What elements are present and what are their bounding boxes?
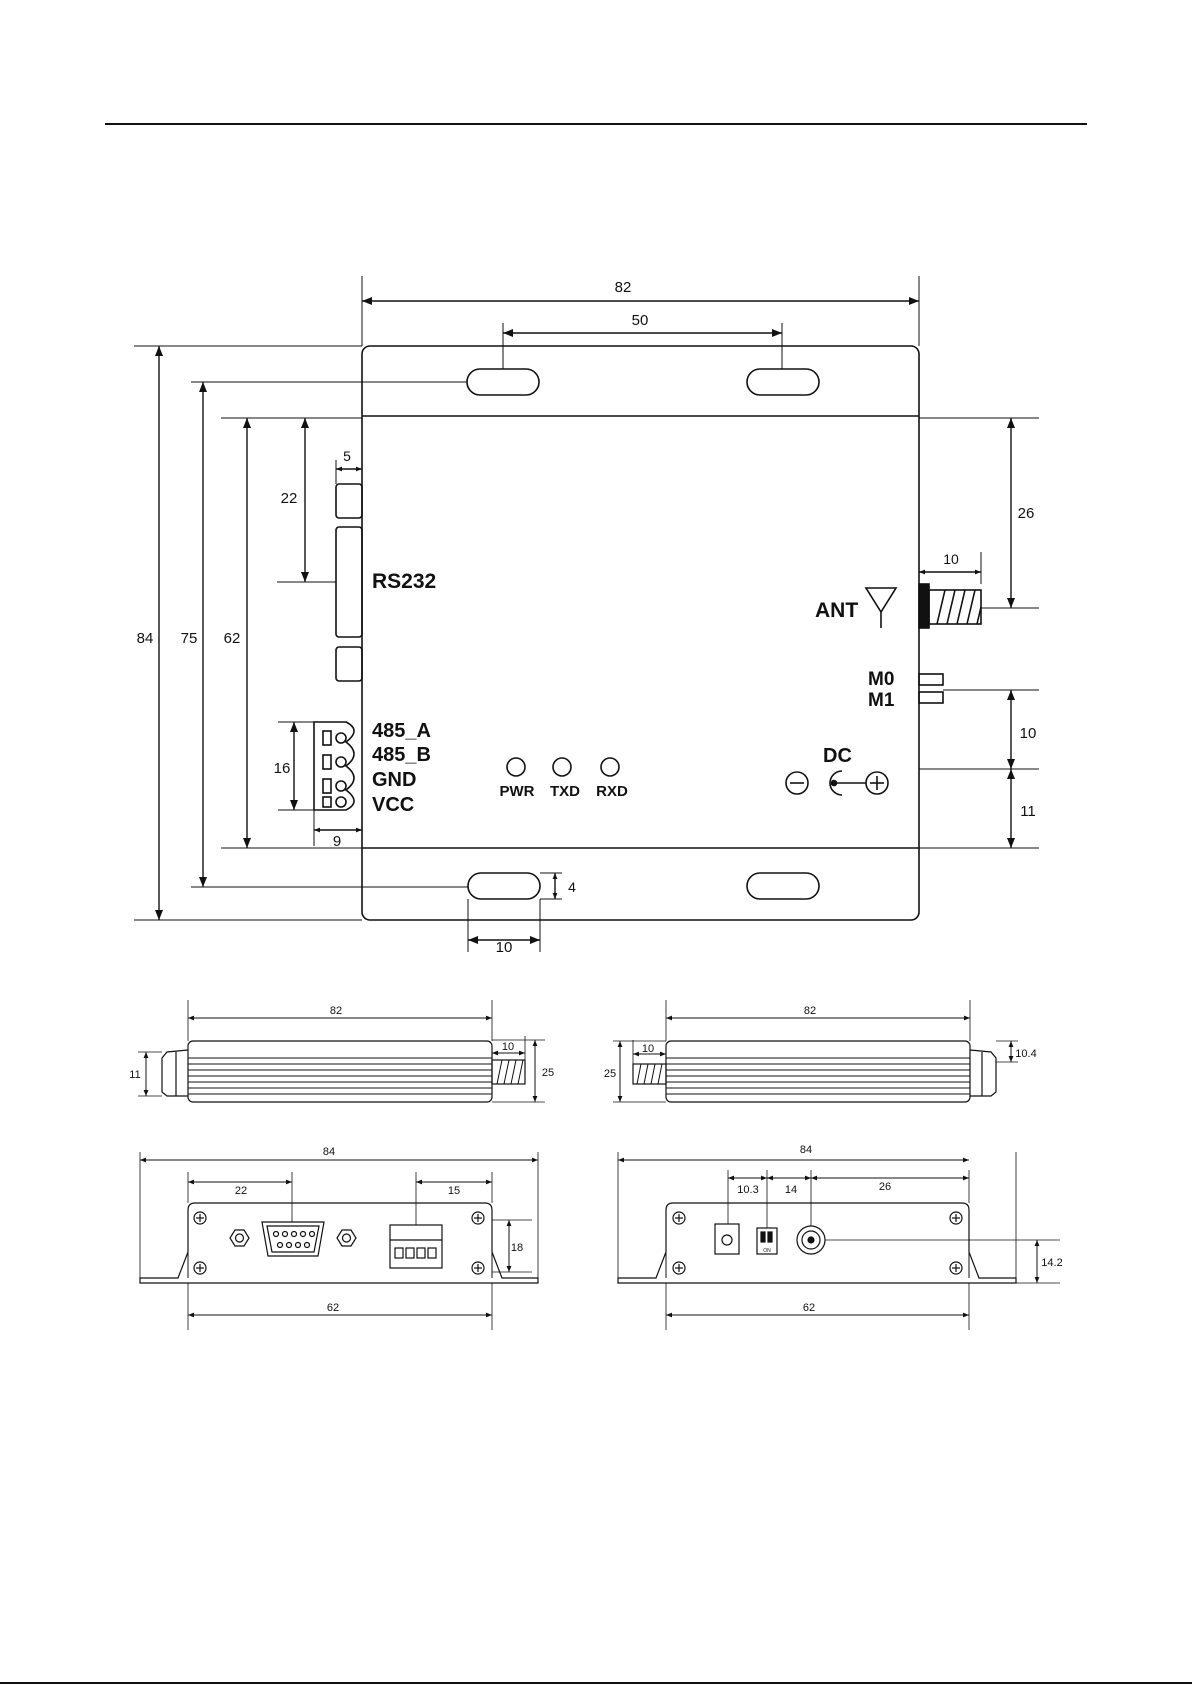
mount-slot-top-right <box>747 369 819 395</box>
mount-slot-bottom-right <box>747 873 819 899</box>
db9-connector-icon <box>262 1222 324 1256</box>
end-right-sma-offset: 26 <box>879 1181 891 1193</box>
dim-m-offset: 10 <box>1020 725 1037 742</box>
mount-slot-bottom-left <box>468 873 540 899</box>
sma-connector-icon <box>797 1226 825 1254</box>
end-right-overall: 84 <box>800 1144 812 1156</box>
end-left-terminal-block <box>390 1225 442 1268</box>
label-m1: M1 <box>868 690 895 711</box>
end-view-right: ON <box>618 1152 1060 1330</box>
end-left-db9-offset: 22 <box>235 1185 247 1197</box>
antenna-icon <box>866 588 896 628</box>
end-left-screws <box>194 1212 484 1274</box>
dim-slot-width: 10 <box>496 939 513 956</box>
label-pwr: PWR <box>500 783 535 800</box>
dim-ant-length: 10 <box>943 551 959 567</box>
label-rs232: RS232 <box>372 570 436 593</box>
end-view-right-labels: 84 10.3 14 26 14.2 62 <box>737 1144 1062 1314</box>
dc-polarity-icon <box>786 771 888 795</box>
dimension-lines <box>159 301 1011 940</box>
dim-overall-width: 82 <box>615 279 632 296</box>
antenna-connector <box>919 584 981 628</box>
dim-ant-offset: 26 <box>1018 505 1035 522</box>
side-left-stub-dim: 11 <box>129 1069 140 1081</box>
side-right-width: 82 <box>804 1005 816 1017</box>
dim-slot-height: 4 <box>568 879 576 895</box>
dip-switch-on-label: ON <box>763 1248 771 1254</box>
side-right-stub-dim: 10.4 <box>1015 1048 1036 1060</box>
label-vcc: VCC <box>372 794 414 816</box>
label-ant: ANT <box>815 599 858 622</box>
side-left-ant: 10 <box>502 1041 514 1053</box>
end-right-body: 62 <box>803 1302 815 1314</box>
side-right-stub <box>970 1050 996 1096</box>
dim-side-notch: 5 <box>343 448 351 464</box>
extension-lines <box>134 276 1039 952</box>
end-right-switch-width: 14 <box>785 1184 797 1196</box>
end-right-screws <box>673 1212 962 1274</box>
end-right-dc-width: 10.3 <box>737 1184 758 1196</box>
mount-slot-top-left <box>467 369 539 395</box>
side-left-housing <box>188 1041 492 1102</box>
dc-jack-icon <box>715 1224 739 1254</box>
standoff-upper <box>336 484 362 518</box>
dim-body-height: 62 <box>224 630 241 647</box>
m1-switch <box>919 692 943 703</box>
led-rxd <box>601 758 619 776</box>
side-right-height: 25 <box>604 1068 616 1080</box>
side-right-fins <box>666 1058 970 1094</box>
side-right-housing <box>666 1041 970 1102</box>
side-view-right-labels: 82 10 25 10.4 <box>604 1005 1037 1080</box>
end-view-left-labels: 84 22 15 18 62 <box>235 1146 523 1314</box>
label-rxd: RXD <box>596 783 628 800</box>
dim-rs232-offset: 22 <box>281 490 298 507</box>
top-view <box>134 276 1039 952</box>
dim-hole-pitch: 75 <box>181 630 198 647</box>
terminal-block <box>314 722 354 810</box>
end-left-height: 18 <box>511 1242 523 1254</box>
label-485-a: 485_A <box>372 720 431 742</box>
end-left-hex-standoffs <box>230 1230 356 1246</box>
label-m0: M0 <box>868 669 894 690</box>
label-txd: TXD <box>550 783 580 800</box>
label-485-b: 485_B <box>372 744 431 766</box>
label-dc: DC <box>823 745 852 767</box>
dim-terminal-height: 16 <box>274 760 291 777</box>
side-left-height: 25 <box>542 1067 554 1079</box>
end-left-terminal-width: 15 <box>448 1185 460 1197</box>
side-left-stub <box>162 1050 188 1096</box>
dim-terminal-width: 9 <box>333 833 341 850</box>
top-view-port-labels: RS232 ANT M0 M1 485_A 485_B GND VCC DC P… <box>372 570 895 816</box>
end-left-body: 62 <box>327 1302 339 1314</box>
led-txd <box>553 758 571 776</box>
side-left-fins <box>188 1058 492 1094</box>
standoff-lower <box>336 647 362 681</box>
dim-dc-offset: 11 <box>1020 803 1036 820</box>
end-right-height: 14.2 <box>1041 1257 1062 1269</box>
m0-switch <box>919 674 943 685</box>
db9-side-connector <box>336 527 362 637</box>
led-pwr <box>507 758 525 776</box>
device-body-outline <box>362 346 919 920</box>
end-left-overall: 84 <box>323 1146 335 1158</box>
side-right-ant: 10 <box>642 1043 654 1055</box>
label-gnd: GND <box>372 769 416 791</box>
side-left-width: 82 <box>330 1005 342 1017</box>
top-view-dimension-labels: 82 50 84 75 62 22 5 26 10 10 11 16 9 4 1… <box>137 279 1037 956</box>
dim-overall-height: 84 <box>137 630 154 647</box>
dim-hole-spacing: 50 <box>632 312 649 329</box>
